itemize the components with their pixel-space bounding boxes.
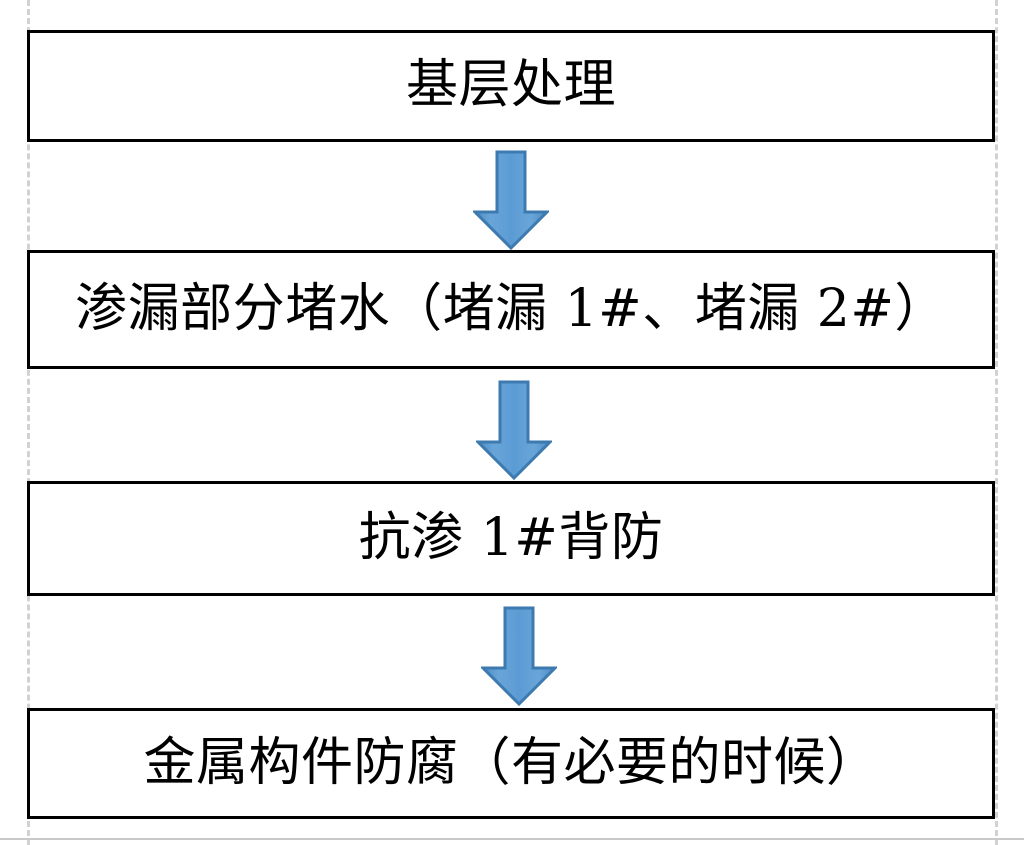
flow-node-1[interactable]: 基层处理 (27, 30, 995, 142)
page-guide-line-right (995, 0, 998, 845)
page-bottom-rule (0, 838, 1024, 840)
arrow-down-icon (474, 380, 554, 481)
arrow-down-icon (471, 150, 551, 251)
page-guide-line-left (27, 0, 30, 845)
arrow-down-icon (479, 606, 559, 707)
flow-node-4-label: 金属构件防腐（有必要的时候） (143, 732, 879, 793)
flow-node-3-label: 抗渗 1#背防 (358, 507, 664, 568)
flow-node-1-label: 基层处理 (405, 55, 616, 116)
flow-node-2[interactable]: 渗漏部分堵水（堵漏 1#、堵漏 2#） (27, 250, 995, 369)
flow-node-3[interactable]: 抗渗 1#背防 (27, 481, 995, 596)
flow-node-2-label: 渗漏部分堵水（堵漏 1#、堵漏 2#） (75, 278, 947, 339)
flow-node-4[interactable]: 金属构件防腐（有必要的时候） (27, 708, 995, 819)
